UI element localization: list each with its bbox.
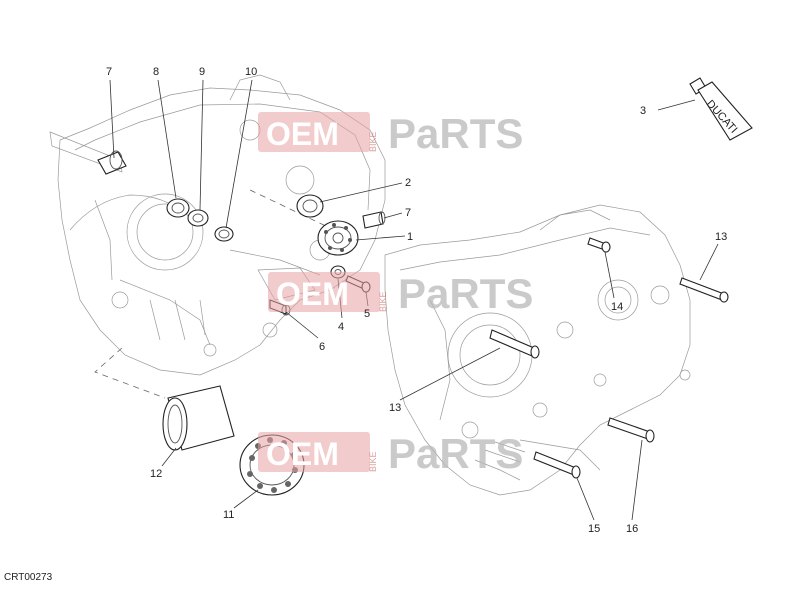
callout-11[interactable]: 11	[223, 509, 234, 521]
callout-7b[interactable]: 7	[405, 207, 411, 219]
part-bearing-1	[317, 220, 359, 256]
callout-5[interactable]: 5	[364, 308, 370, 320]
callout-8[interactable]: 8	[153, 66, 159, 78]
callout-3[interactable]: 3	[640, 105, 646, 117]
left-crankcase-half	[49, 74, 386, 399]
watermark-left-text: OEM	[266, 436, 339, 472]
callout-7a[interactable]: 7	[106, 66, 112, 78]
part-bolt-13b	[489, 329, 540, 359]
watermark-right-text: PaRTS	[398, 270, 533, 317]
callout-14[interactable]: 14	[611, 301, 623, 313]
part-bolt-14	[587, 237, 611, 253]
callout-10[interactable]: 10	[245, 66, 257, 78]
callout-1[interactable]: 1	[407, 231, 413, 243]
part-sealant-tube-3: DUCATI	[689, 77, 753, 141]
part-dowel-7	[362, 211, 386, 229]
callout-9[interactable]: 9	[199, 66, 205, 78]
watermark-right-text: PaRTS	[388, 110, 523, 157]
part-circlip-10	[214, 226, 234, 242]
watermark-left-text: OEM	[276, 276, 349, 312]
callout-2[interactable]: 2	[405, 177, 411, 189]
part-bolt-15	[533, 451, 581, 479]
callout-4[interactable]: 4	[338, 321, 344, 333]
part-bushing-12	[162, 385, 235, 451]
callout-13b[interactable]: 13	[389, 402, 401, 414]
callout-16[interactable]: 16	[626, 523, 638, 535]
watermark-bottom: OEM BIKE PaRTS	[258, 430, 523, 477]
callout-13a[interactable]: 13	[715, 231, 727, 243]
callout-labels: 1 2 3 4 5 6 7 7 8 9 10 11 12 13 13 14 15…	[106, 66, 727, 535]
watermark-top: OEM BIKE PaRTS	[258, 110, 523, 157]
watermark-side-text: BIKE	[368, 451, 378, 472]
part-bolt-16	[607, 417, 655, 443]
part-bolt-13a	[679, 277, 729, 303]
watermark-middle: OEM BIKE PaRTS	[268, 270, 533, 317]
watermark-side-text: BIKE	[368, 131, 378, 152]
part-seal-8	[166, 198, 190, 218]
watermark-right-text: PaRTS	[388, 430, 523, 477]
part-bearing-9	[187, 209, 209, 227]
watermark-left-text: OEM	[266, 116, 339, 152]
callout-12[interactable]: 12	[150, 468, 162, 480]
watermark-side-text: BIKE	[378, 291, 388, 312]
part-bearing-2	[296, 194, 324, 218]
diagram-reference-code: CRT00273	[4, 572, 53, 583]
callout-15[interactable]: 15	[588, 523, 600, 535]
callout-6[interactable]: 6	[319, 341, 325, 353]
